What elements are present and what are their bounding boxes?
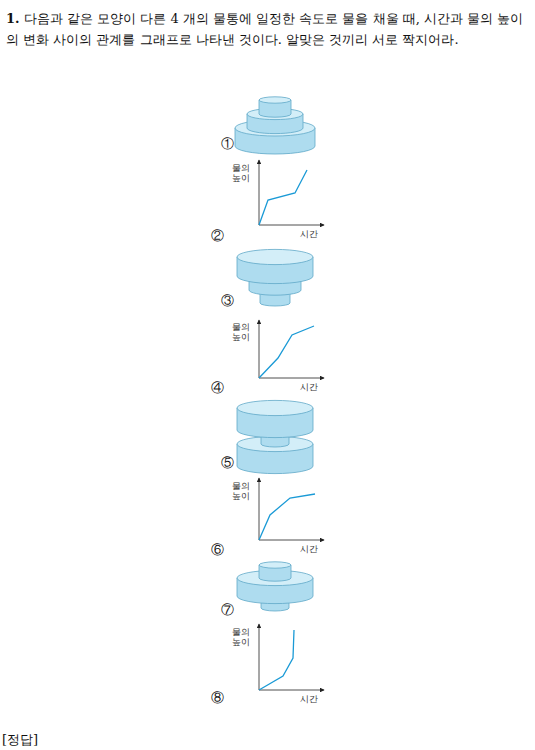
callout-number: ③ [221,293,234,309]
answer-label: [정답] [2,732,38,748]
y-axis [259,160,260,225]
problem-number: 1. [6,8,20,29]
y-axis [259,320,260,378]
axis-label: 시간 [300,382,318,392]
y-axis [259,624,260,690]
height-time-graph [259,320,324,378]
water-container [237,249,313,306]
x-axis [259,225,324,226]
graph-line [259,170,307,225]
callout-number: ① [221,136,234,152]
x-axis [259,690,324,691]
container-top [259,97,291,103]
callout-number: ⑥ [211,542,224,558]
axis-label: 시간 [300,544,318,554]
graph-line [259,494,315,540]
container-top [237,249,313,264]
axis-label: 시간 [300,694,318,704]
height-time-graph [259,160,324,225]
water-container [237,400,313,473]
container-top [237,400,313,415]
axis-label: 시간 [300,229,318,239]
height-time-graph [259,624,324,690]
axis-label: 물의 높이 [232,627,254,647]
callout-number: ④ [211,380,224,396]
graph-line [259,630,294,690]
y-axis [259,478,260,540]
water-container [237,562,313,611]
graph-line [259,326,314,378]
height-time-graph [259,478,324,540]
callout-number: ② [211,228,224,244]
axis-label: 물의 높이 [232,322,254,342]
water-container [235,97,315,154]
axis-label: 물의 높이 [232,481,254,501]
axis-label: 물의 높이 [232,163,254,183]
question-text: 다음과 같은 모양이 다른 4 개의 물통에 일정한 속도로 물을 채울 때, … [6,8,528,50]
x-axis [259,378,324,379]
container-top [259,562,291,568]
callout-number: ⑧ [211,690,224,706]
callout-number: ⑤ [221,455,234,471]
callout-number: ⑦ [221,602,234,618]
x-axis [259,540,324,541]
